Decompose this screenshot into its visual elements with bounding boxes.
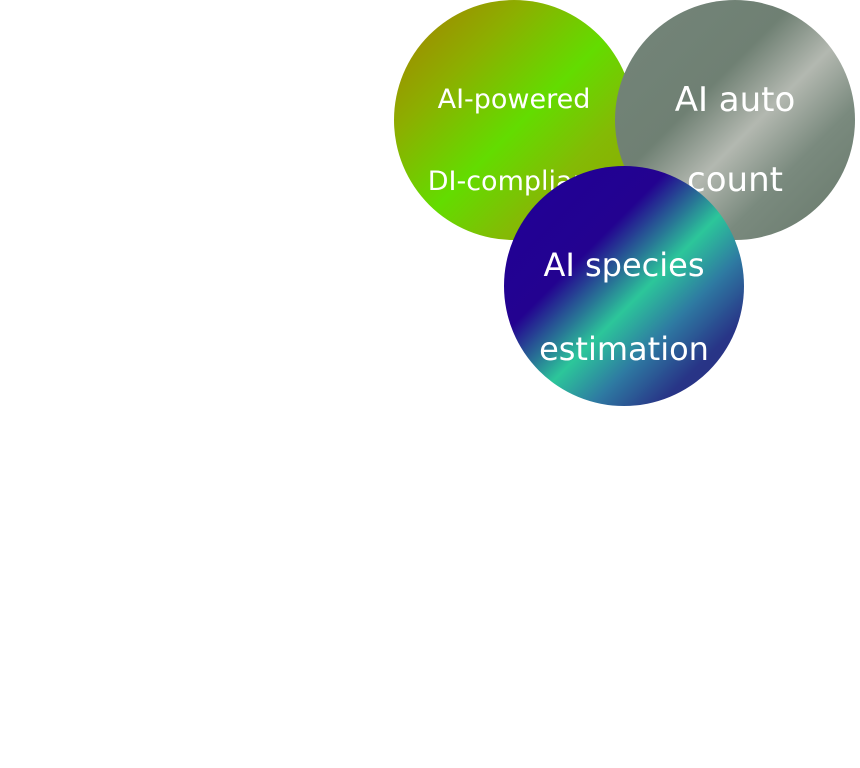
- circle-label-line1: AI-powered: [437, 84, 591, 115]
- circle-label-line1: AI auto: [674, 80, 796, 120]
- circle-label: AI species estimation: [539, 202, 709, 370]
- circle-label-line1: AI species: [543, 246, 705, 284]
- circle-label-line2: count: [687, 160, 783, 200]
- circle-ai-species-estimation: AI species estimation: [504, 166, 744, 406]
- circle-ai-powered-di-compliant: AI-powered DI-compliant: [394, 0, 634, 240]
- circle-label: AI auto count: [675, 40, 796, 200]
- circle-label-line2: estimation: [539, 330, 709, 368]
